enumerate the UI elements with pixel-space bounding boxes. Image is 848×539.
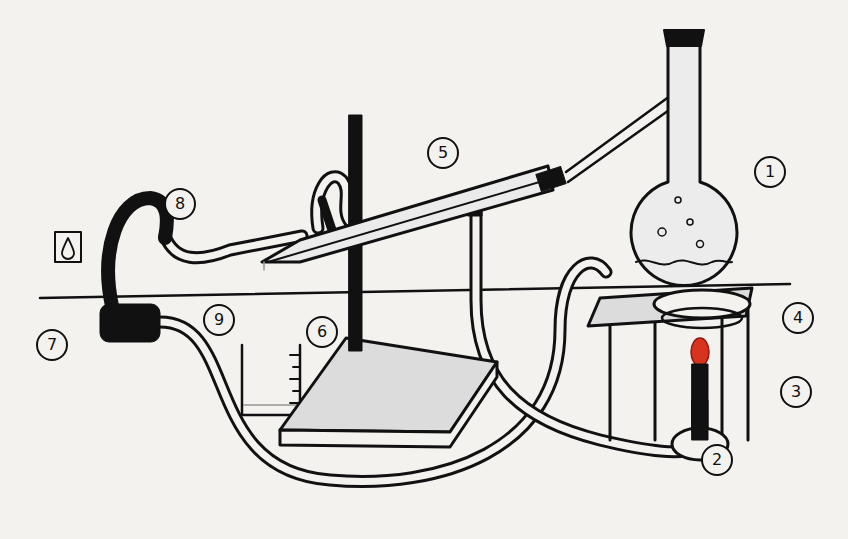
support-plate (588, 288, 752, 326)
callout-number: 7 (47, 337, 57, 353)
round-flask (631, 42, 737, 286)
burner-tube (692, 400, 708, 440)
hose-outline (160, 263, 606, 481)
liquid-surface (636, 260, 732, 264)
bubble (697, 241, 704, 248)
callout-number: 6 (317, 324, 327, 340)
beaker (242, 345, 300, 415)
condenser (262, 166, 553, 262)
apparatus (40, 30, 790, 481)
callout-number: 4 (793, 310, 803, 326)
callout-number: 5 (438, 145, 448, 161)
callout-circle: 9 (203, 304, 235, 336)
inner-tube (268, 176, 560, 262)
callout-number: 9 (214, 312, 224, 328)
callout-circle: 1 (754, 156, 786, 188)
callout-circle: 7 (36, 329, 68, 361)
graduation (290, 355, 300, 403)
black-hose (108, 198, 167, 306)
callout-number: 1 (765, 164, 775, 180)
stopper (664, 30, 704, 46)
bubble (687, 219, 693, 225)
callout-number: 2 (712, 452, 722, 468)
water-sign (55, 232, 81, 262)
callout-circle: 4 (782, 302, 814, 334)
bubble (658, 228, 666, 236)
ring (662, 308, 742, 328)
hose-inner (160, 263, 606, 481)
bubble (675, 197, 681, 203)
drip (263, 262, 265, 270)
callout-number: 3 (791, 384, 801, 400)
distillate (244, 404, 298, 405)
callout-circle: 5 (427, 137, 459, 169)
side-arm (566, 96, 672, 182)
callout-number: 8 (175, 196, 185, 212)
callout-circle: 2 (701, 444, 733, 476)
water-tap (100, 304, 160, 342)
stand-base-side (280, 362, 497, 447)
callout-circle: 3 (780, 376, 812, 408)
callout-circle: 6 (306, 316, 338, 348)
drop-icon (62, 238, 74, 259)
joint (536, 166, 566, 191)
callout-circle: 8 (164, 188, 196, 220)
flame (691, 338, 709, 366)
